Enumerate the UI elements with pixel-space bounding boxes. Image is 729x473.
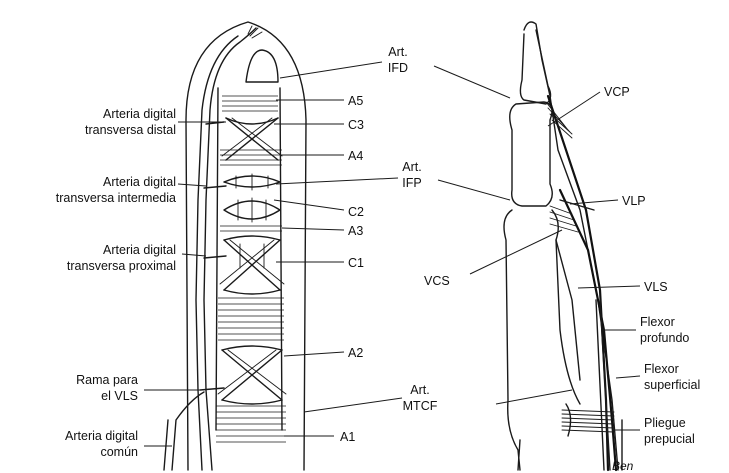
pulley-a1-bands	[216, 406, 286, 442]
right-labels: VCP VLP VCS VLS Flexor profundo Flexor s…	[424, 85, 700, 473]
label-pliegue-prepucial-2: prepucial	[644, 432, 695, 446]
label-flexor-profundo-1: Flexor	[640, 315, 675, 329]
label-flexor-profundo-2: profundo	[640, 331, 689, 345]
pulley-c3-cross	[222, 118, 282, 160]
proximal-phalanx-back	[504, 210, 520, 470]
label-arteria-comun-1: Arteria digital	[65, 429, 138, 443]
label-arteria-comun-2: común	[100, 445, 138, 459]
label-vls: VLS	[644, 280, 668, 294]
proximal-transverse-artery	[204, 256, 226, 258]
label-c1: C1	[348, 256, 364, 270]
fingertip-pad	[246, 50, 278, 82]
volar-finger-drawing	[164, 22, 306, 470]
tendon-sheath	[216, 88, 282, 430]
label-pliegue-prepucial-1: Pliegue	[644, 416, 686, 430]
label-rama-vls-2: el VLS	[101, 389, 138, 403]
label-arteria-distal-1: Arteria digital	[103, 107, 176, 121]
proximal-phalanx-front	[552, 210, 580, 404]
ifp-joint-region	[224, 174, 280, 190]
pulley-c2	[224, 198, 280, 222]
label-flexor-superficial-1: Flexor	[644, 362, 679, 376]
pulley-a2-bands	[218, 298, 284, 340]
label-art-mtcf-2: MTCF	[403, 399, 438, 413]
label-c3: C3	[348, 118, 364, 132]
middle-phalanx	[510, 102, 553, 206]
pulley-a3-bands	[220, 226, 282, 231]
label-arteria-intermedia-2: transversa intermedia	[56, 191, 176, 205]
pulley-a5-bands	[222, 96, 278, 111]
label-arteria-proximal-2: transversa proximal	[67, 259, 176, 273]
label-a3: A3	[348, 224, 363, 238]
label-rama-vls-1: Rama para	[76, 373, 138, 387]
label-arteria-proximal-1: Arteria digital	[103, 243, 176, 257]
label-a4: A4	[348, 149, 363, 163]
vessel-tuft	[248, 26, 262, 38]
pulley-c1-cross	[220, 236, 284, 294]
label-a1: A1	[340, 430, 355, 444]
illustrator-signature: Ben	[612, 459, 634, 473]
left-labels: Art. IFD A5 Arteria digital transversa d…	[56, 45, 438, 459]
label-flexor-superficial-2: superficial	[644, 378, 700, 392]
label-art-ifp-1: Art.	[402, 160, 421, 174]
label-vlp: VLP	[622, 194, 646, 208]
label-art-mtcf-1: Art.	[410, 383, 429, 397]
common-artery-wall	[164, 420, 168, 470]
label-vcs: VCS	[424, 274, 450, 288]
flexor-profundo-tendon	[548, 96, 608, 470]
label-arteria-distal-2: transversa distal	[85, 123, 176, 137]
label-vcp: VCP	[604, 85, 630, 99]
label-art-ifd-1: Art.	[388, 45, 407, 59]
label-art-ifp-2: IFP	[402, 176, 421, 190]
label-arteria-intermedia-1: Arteria digital	[103, 175, 176, 189]
finger-outline	[186, 22, 306, 470]
lower-cruciate-cross	[218, 346, 286, 404]
label-art-ifd-2: IFD	[388, 61, 408, 75]
label-c2: C2	[348, 205, 364, 219]
distal-phalanx	[520, 30, 550, 104]
label-a5: A5	[348, 94, 363, 108]
label-a2: A2	[348, 346, 363, 360]
